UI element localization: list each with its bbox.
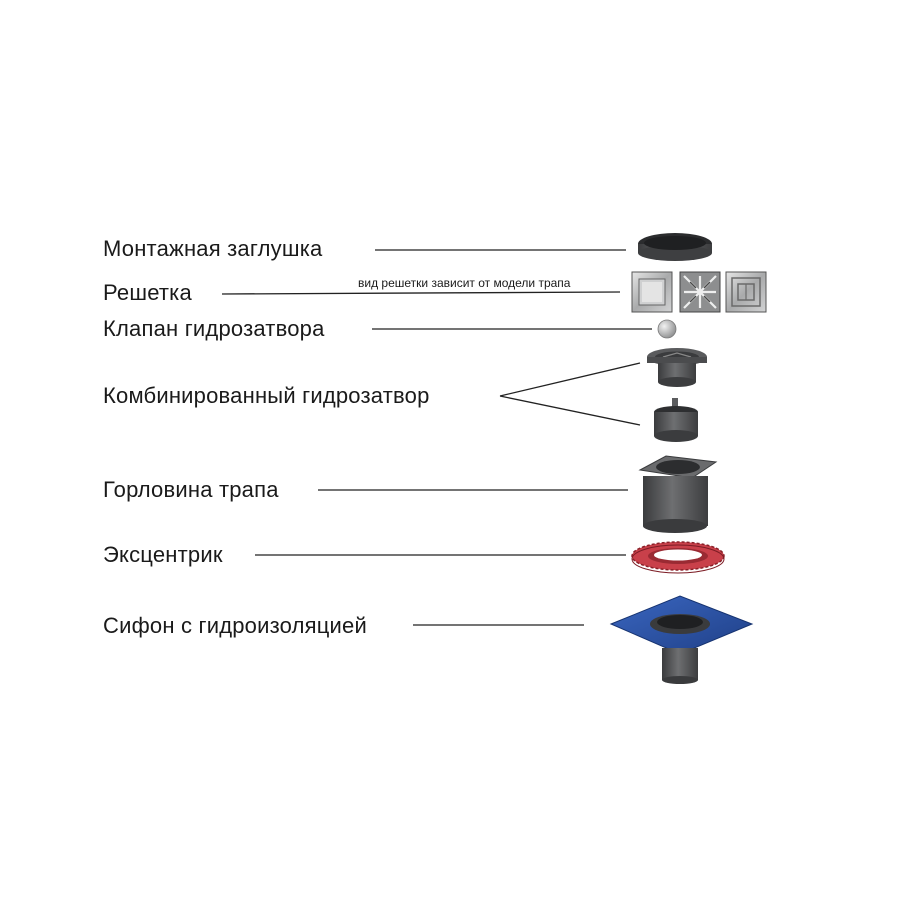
drain-neck-icon xyxy=(638,455,718,533)
leader-grate xyxy=(221,291,621,295)
grate-note: вид решетки зависит от модели трапа xyxy=(358,276,571,290)
label-valve: Клапан гидрозатвора xyxy=(103,316,325,341)
grate-frame-icon xyxy=(631,271,673,313)
seal-lower-icon xyxy=(654,398,698,442)
grate-pattern-icon xyxy=(679,271,721,313)
label-combined-seal: Комбинированный гидрозатвор xyxy=(103,383,430,408)
valve-ball-icon xyxy=(657,319,677,339)
leader-seal-upper xyxy=(499,362,641,397)
leader-seal-lower xyxy=(499,395,641,426)
label-drain-neck: Горловина трапа xyxy=(103,477,279,502)
siphon-membrane-icon xyxy=(609,595,754,684)
grate-square-icon xyxy=(725,271,767,313)
label-eccentric: Эксцентрик xyxy=(103,542,223,567)
label-grate: Решетка xyxy=(103,280,192,305)
mounting-plug-icon xyxy=(638,233,712,261)
label-mounting-plug: Монтажная заглушка xyxy=(103,236,323,261)
seal-upper-icon xyxy=(647,348,707,387)
label-siphon: Сифон с гидроизоляцией xyxy=(103,613,367,638)
eccentric-ring-icon xyxy=(631,541,725,574)
